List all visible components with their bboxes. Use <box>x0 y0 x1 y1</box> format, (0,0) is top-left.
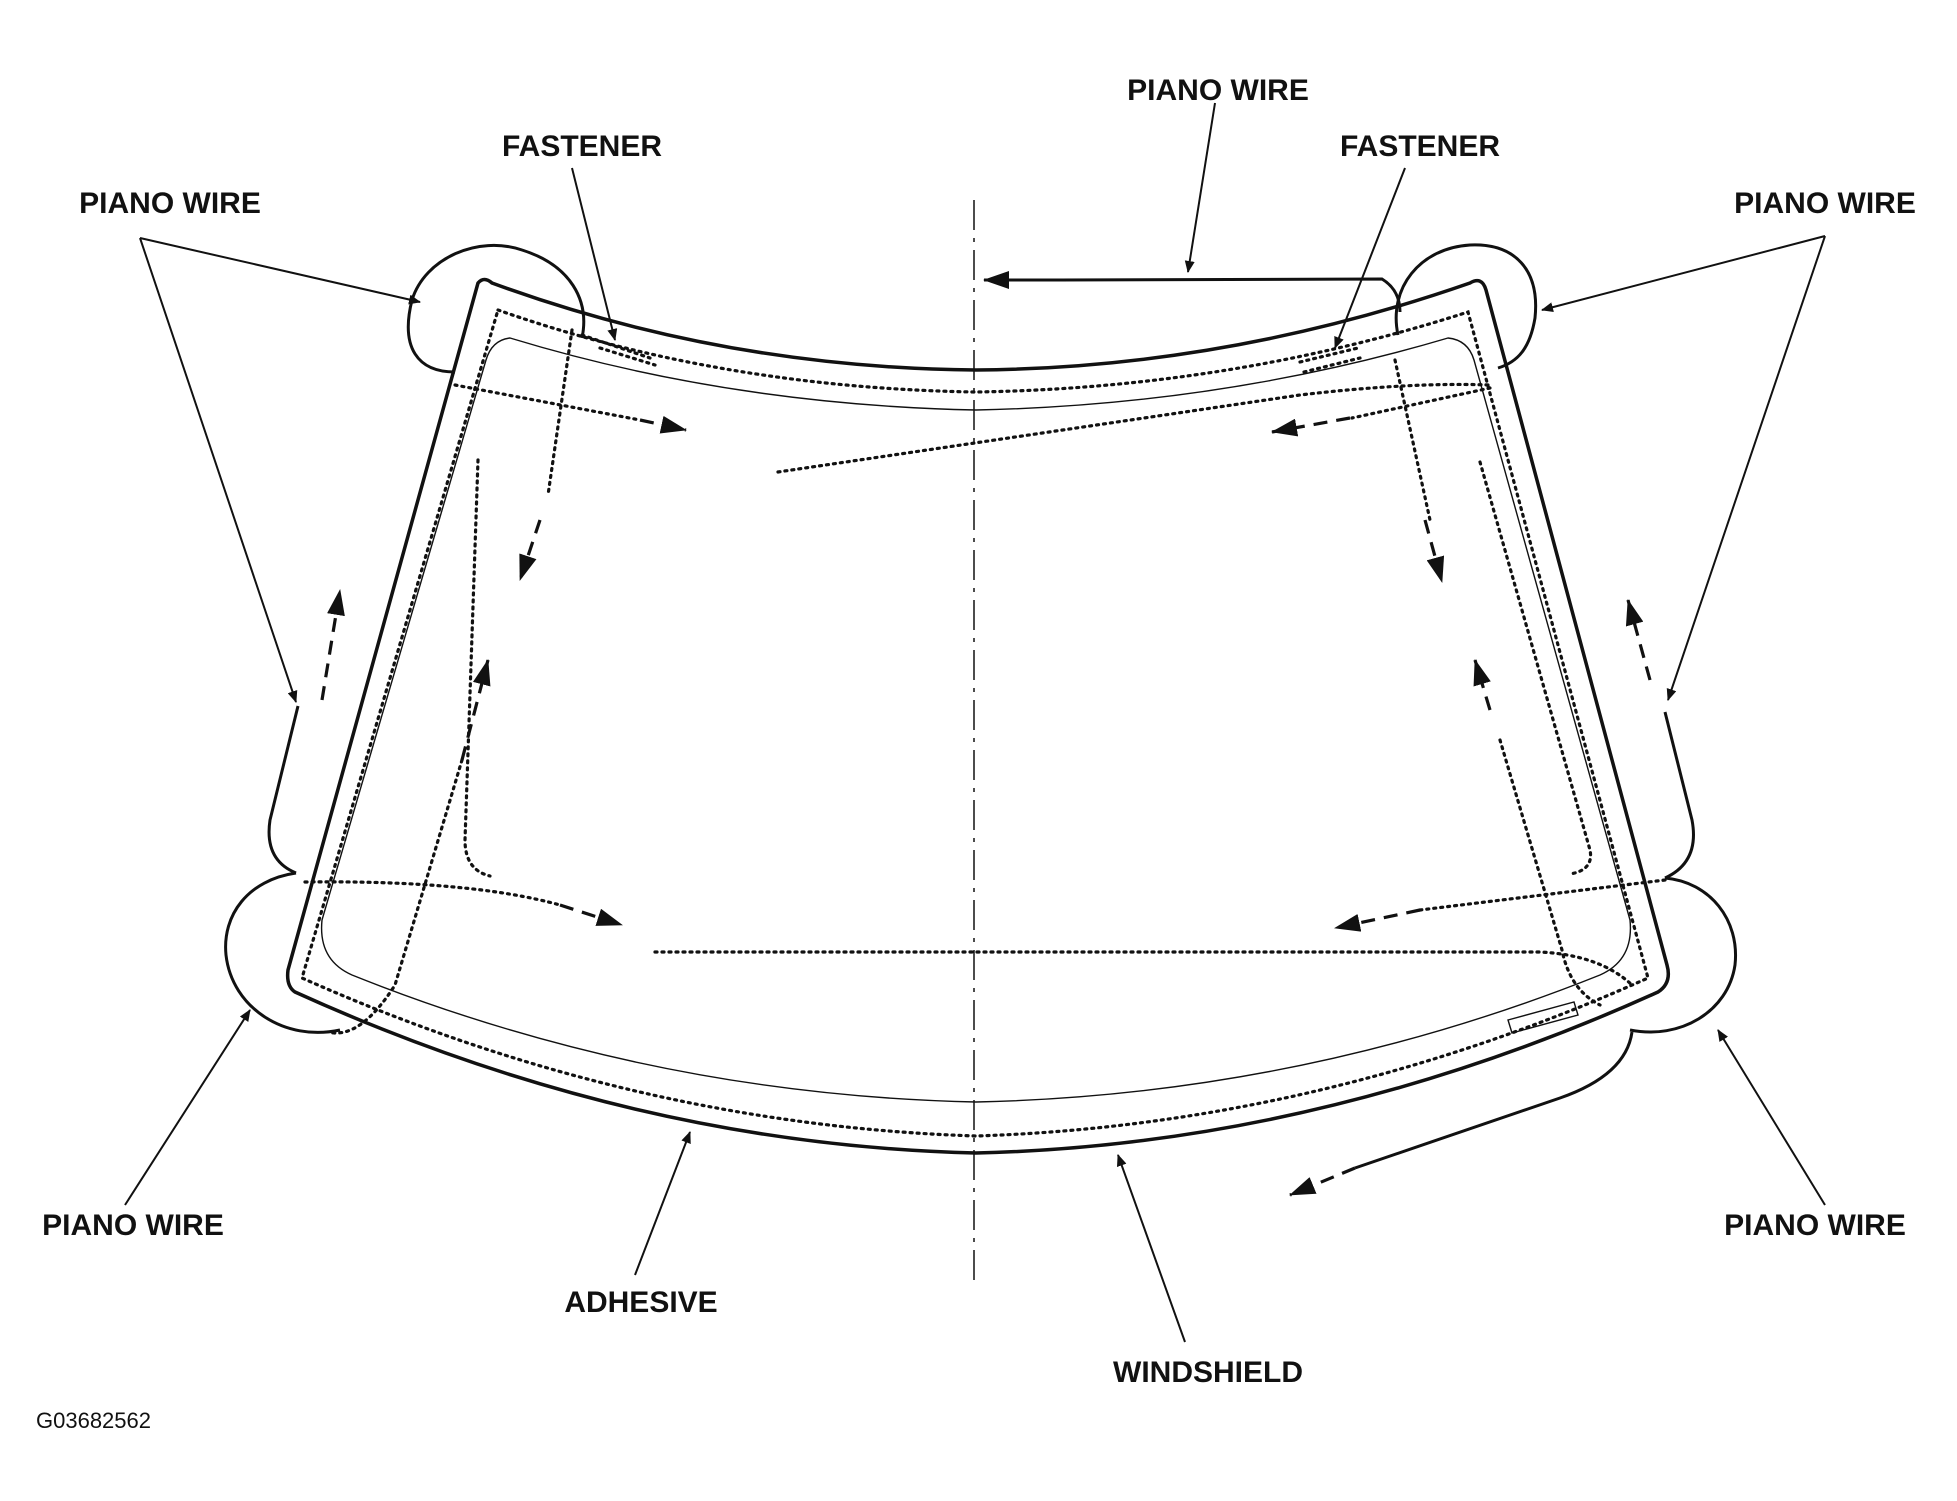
label-piano-wire-top-right: PIANO WIRE <box>1734 187 1916 220</box>
figure-code: G03682562 <box>36 1408 151 1433</box>
inner-edge-line <box>320 337 1632 1103</box>
leader-windshield <box>1117 1154 1186 1343</box>
cut-path-upper-sweep <box>776 382 1492 474</box>
label-piano-wire-bottom-right: PIANO WIRE <box>1724 1209 1906 1242</box>
cut-path-top-left <box>453 383 642 422</box>
label-piano-wire-top-center: PIANO WIRE <box>1127 74 1309 107</box>
cut-path-right-inner <box>1478 460 1593 876</box>
leader-fastener-left <box>571 167 618 341</box>
cut-arrow-left-up-2 <box>460 659 491 761</box>
leader-top-right-wire-1 <box>1541 235 1826 313</box>
piano-wire-loop-top-right <box>1394 243 1538 370</box>
cut-path-left-down <box>546 328 574 497</box>
cut-arrow-bottom-left <box>559 903 623 927</box>
piano-wire-top-run <box>1059 277 1402 313</box>
label-fastener-right: FASTENER <box>1340 130 1500 163</box>
cut-path-bottom-right <box>1418 878 1667 912</box>
cut-path-left-lower <box>326 758 464 1035</box>
piano-wire-bottom-run <box>1354 1031 1634 1170</box>
leader-left-side-wire <box>139 237 298 703</box>
cut-arrow-top-right <box>1271 416 1351 437</box>
label-adhesive: ADHESIVE <box>564 1286 717 1319</box>
piano-wire-loop-bottom-right <box>1629 876 1738 1034</box>
label-fastener-left: FASTENER <box>502 130 662 163</box>
leader-adhesive <box>634 1131 691 1276</box>
cut-path-right-down <box>1393 358 1432 522</box>
cut-arrow-bottom-right <box>1334 908 1421 932</box>
label-windshield: WINDSHIELD <box>1113 1356 1303 1389</box>
cut-arrow-right-down <box>1423 519 1445 583</box>
piano-wire-right-side <box>1663 711 1695 880</box>
cut-arrow-left-up <box>320 589 345 701</box>
piano-wire-loop-bottom-left <box>224 871 341 1034</box>
label-piano-wire-top-left: PIANO WIRE <box>79 187 261 220</box>
cut-path-bottom-center <box>653 950 1634 987</box>
bottom-run-arrow <box>1289 1166 1356 1197</box>
label-piano-wire-bottom-left: PIANO WIRE <box>42 1209 224 1242</box>
fastener-mark-left <box>580 333 652 360</box>
cut-arrow-right-up <box>1473 659 1492 711</box>
cut-path-bottom-left <box>303 880 562 907</box>
fastener-mark-right <box>1298 346 1360 364</box>
piano-wire-loop-top-left <box>406 243 586 374</box>
leader-top-right-wire-2 <box>1666 235 1826 701</box>
fastener-mark-right-2 <box>1302 356 1362 374</box>
cut-arrow-right-side-up <box>1625 599 1652 681</box>
leader-fastener-right <box>1334 167 1406 349</box>
adhesive-line <box>300 307 1650 1138</box>
inspection-stamp <box>1507 1001 1579 1034</box>
leader-top-left-wire <box>139 237 421 305</box>
cut-arrow-top-left <box>639 415 687 434</box>
cut-path-left-inner <box>463 458 492 878</box>
leader-bottom-left-wire <box>124 1009 251 1206</box>
windshield-outline <box>285 277 1671 1155</box>
piano-wire-left-side <box>267 705 300 875</box>
fastener-mark-left-2 <box>598 346 657 367</box>
leader-bottom-right-wire <box>1717 1029 1826 1206</box>
cut-path-right-lower <box>1498 738 1602 1007</box>
leader-top-center-wire <box>1184 102 1216 273</box>
cut-path-top-right <box>1350 386 1492 420</box>
cut-arrow-left-down <box>518 519 542 581</box>
